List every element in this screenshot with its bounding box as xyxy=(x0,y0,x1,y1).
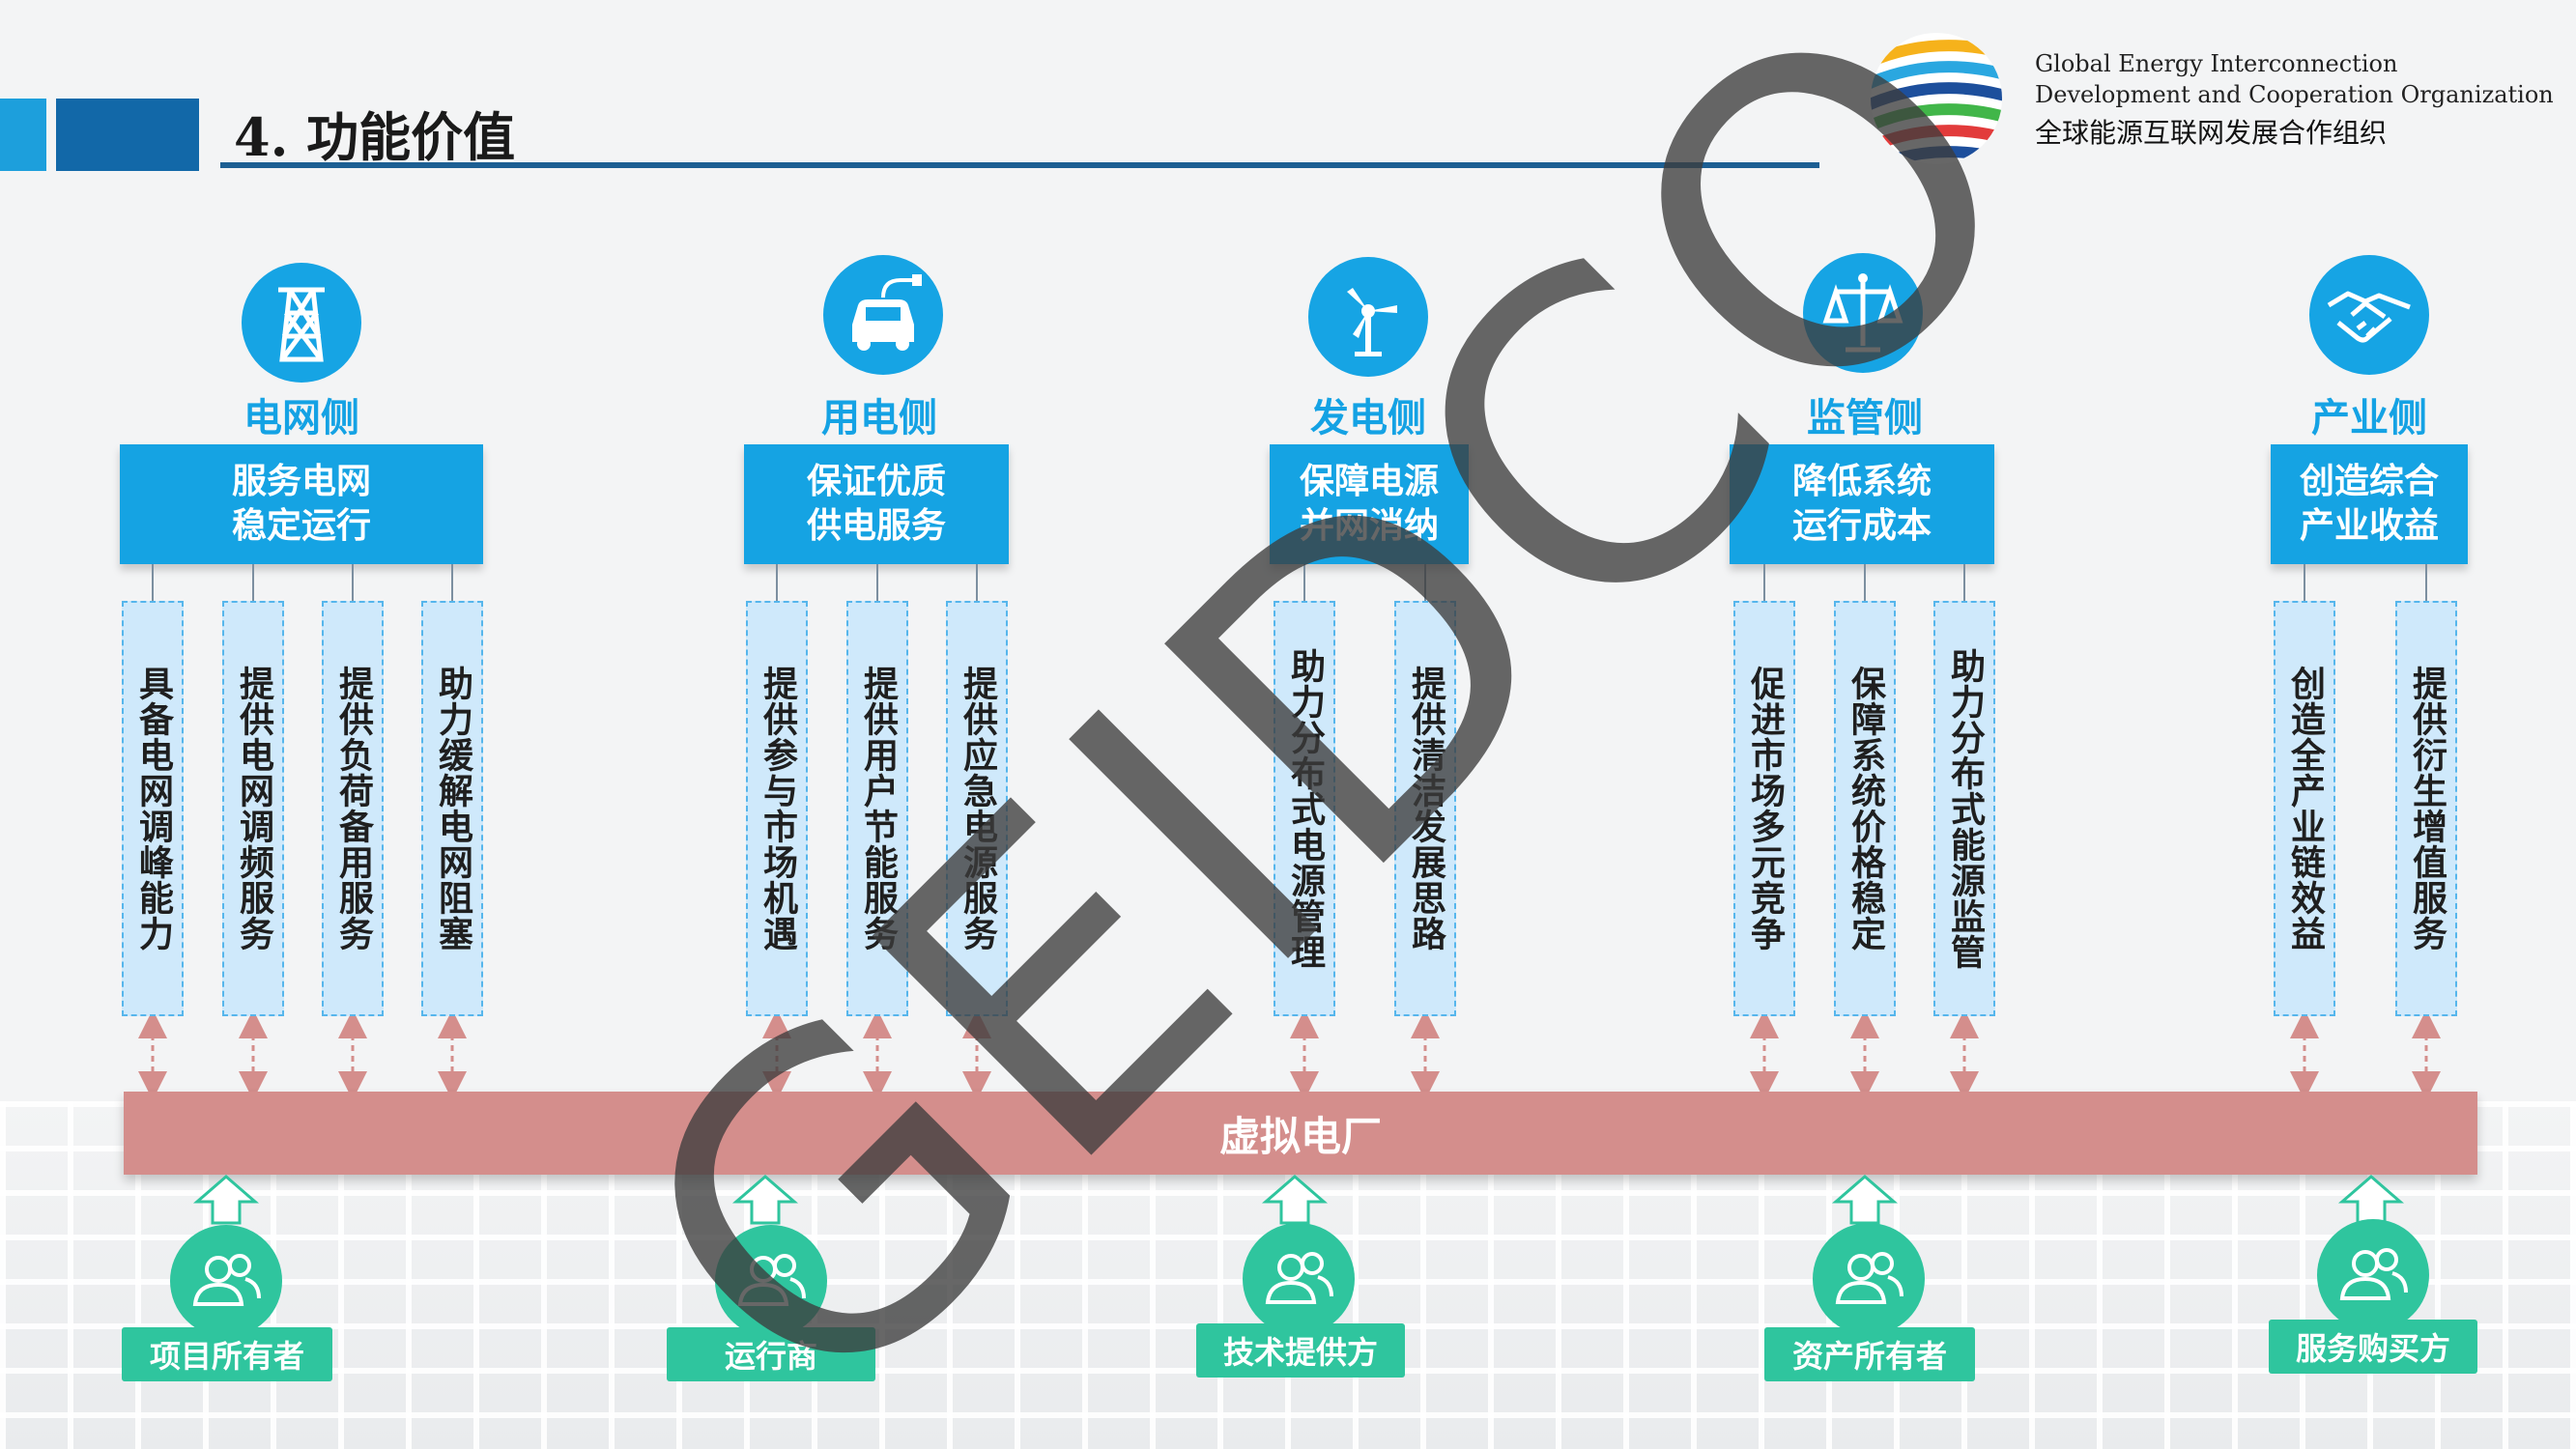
connector-line xyxy=(876,564,878,601)
org-name-en-line1: Global Energy Interconnection xyxy=(2035,50,2398,77)
function-item: 促进市场多元竞争 xyxy=(1733,601,1795,1016)
main-box-regulator-text: 降低系统 运行成本 xyxy=(1791,462,1932,546)
scales-icon xyxy=(1803,253,1923,373)
main-box-grid: 服务电网 稳定运行 xyxy=(120,444,483,564)
user-group-icon xyxy=(1243,1223,1355,1335)
user-group-icon xyxy=(1813,1223,1925,1335)
main-box-regulator: 降低系统 运行成本 xyxy=(1730,444,1994,564)
main-box-consumer-text: 保证优质 供电服务 xyxy=(806,462,946,546)
user-group-icon xyxy=(715,1225,827,1337)
category-generation-side: 发电侧 xyxy=(1310,396,1426,440)
function-item: 提供负荷备用服务 xyxy=(322,601,384,1016)
connector-line xyxy=(976,564,978,601)
function-item: 助力缓解电网阻塞 xyxy=(421,601,483,1016)
connector-line xyxy=(1864,564,1866,601)
connector-line xyxy=(1763,564,1765,601)
connector-line xyxy=(2304,564,2305,601)
connector-line xyxy=(2425,564,2427,601)
header-accent-bar xyxy=(56,99,199,171)
category-industry-side: 产业侧 xyxy=(2311,396,2427,440)
transmission-tower-icon xyxy=(242,263,361,383)
header-accent-square xyxy=(0,99,46,171)
category-consumer-side: 用电侧 xyxy=(821,396,937,440)
role-service-buyer: 服务购买方 xyxy=(2269,1320,2477,1374)
globe-logo-icon xyxy=(1871,33,2002,164)
function-item: 提供电网调频服务 xyxy=(222,601,284,1016)
role-tech-provider: 技术提供方 xyxy=(1196,1323,1405,1378)
function-item: 提供用户节能服务 xyxy=(846,601,908,1016)
wind-turbine-icon xyxy=(1308,257,1428,377)
role-operator: 运行商 xyxy=(667,1327,875,1381)
function-item: 提供清洁发展思路 xyxy=(1394,601,1456,1016)
role-project-owner: 项目所有者 xyxy=(122,1327,332,1381)
main-box-grid-text: 服务电网 稳定运行 xyxy=(231,462,371,546)
connector-line xyxy=(152,564,154,601)
role-up-arrows xyxy=(192,1175,2405,1225)
handshake-icon xyxy=(2309,255,2429,375)
electric-car-icon xyxy=(823,255,943,375)
connector-line xyxy=(352,564,354,601)
connector-line xyxy=(451,564,453,601)
org-name-en-line2: Development and Cooperation Organization xyxy=(2035,81,2554,108)
function-item: 提供参与市场机遇 xyxy=(746,601,808,1016)
function-item: 具备电网调峰能力 xyxy=(122,601,184,1016)
function-item: 保障系统价格稳定 xyxy=(1834,601,1896,1016)
main-box-industry: 创造综合 产业收益 xyxy=(2271,444,2468,564)
main-box-consumer: 保证优质 供电服务 xyxy=(744,444,1009,564)
function-item: 提供应急电源服务 xyxy=(946,601,1008,1016)
connector-line xyxy=(1963,564,1965,601)
main-box-generation-text: 保障电源 并网消纳 xyxy=(1299,462,1439,546)
connector-line xyxy=(1303,564,1305,601)
link-arrows xyxy=(138,1016,2441,1094)
org-name-cn: 全球能源互联网发展合作组织 xyxy=(2035,117,2388,149)
connector-line xyxy=(1424,564,1426,601)
user-group-icon xyxy=(2317,1219,2429,1331)
main-box-industry-text: 创造综合 产业收益 xyxy=(2299,462,2439,546)
connector-line xyxy=(252,564,254,601)
category-grid-side: 电网侧 xyxy=(243,396,359,440)
main-box-generation: 保障电源 并网消纳 xyxy=(1270,444,1469,564)
role-asset-owner: 资产所有者 xyxy=(1764,1327,1975,1381)
virtual-power-plant-band: 虚拟电厂 xyxy=(124,1092,2477,1175)
header-underline xyxy=(220,162,1819,168)
category-regulator-side: 监管侧 xyxy=(1807,396,1923,440)
user-group-icon xyxy=(170,1225,282,1337)
function-item: 助力分布式电源管理 xyxy=(1274,601,1335,1016)
function-item: 提供衍生增值服务 xyxy=(2395,601,2457,1016)
function-item: 创造全产业链效益 xyxy=(2274,601,2335,1016)
connector-line xyxy=(776,564,778,601)
page-title: 4. 功能价值 xyxy=(234,106,516,168)
function-item: 助力分布式能源监管 xyxy=(1933,601,1995,1016)
